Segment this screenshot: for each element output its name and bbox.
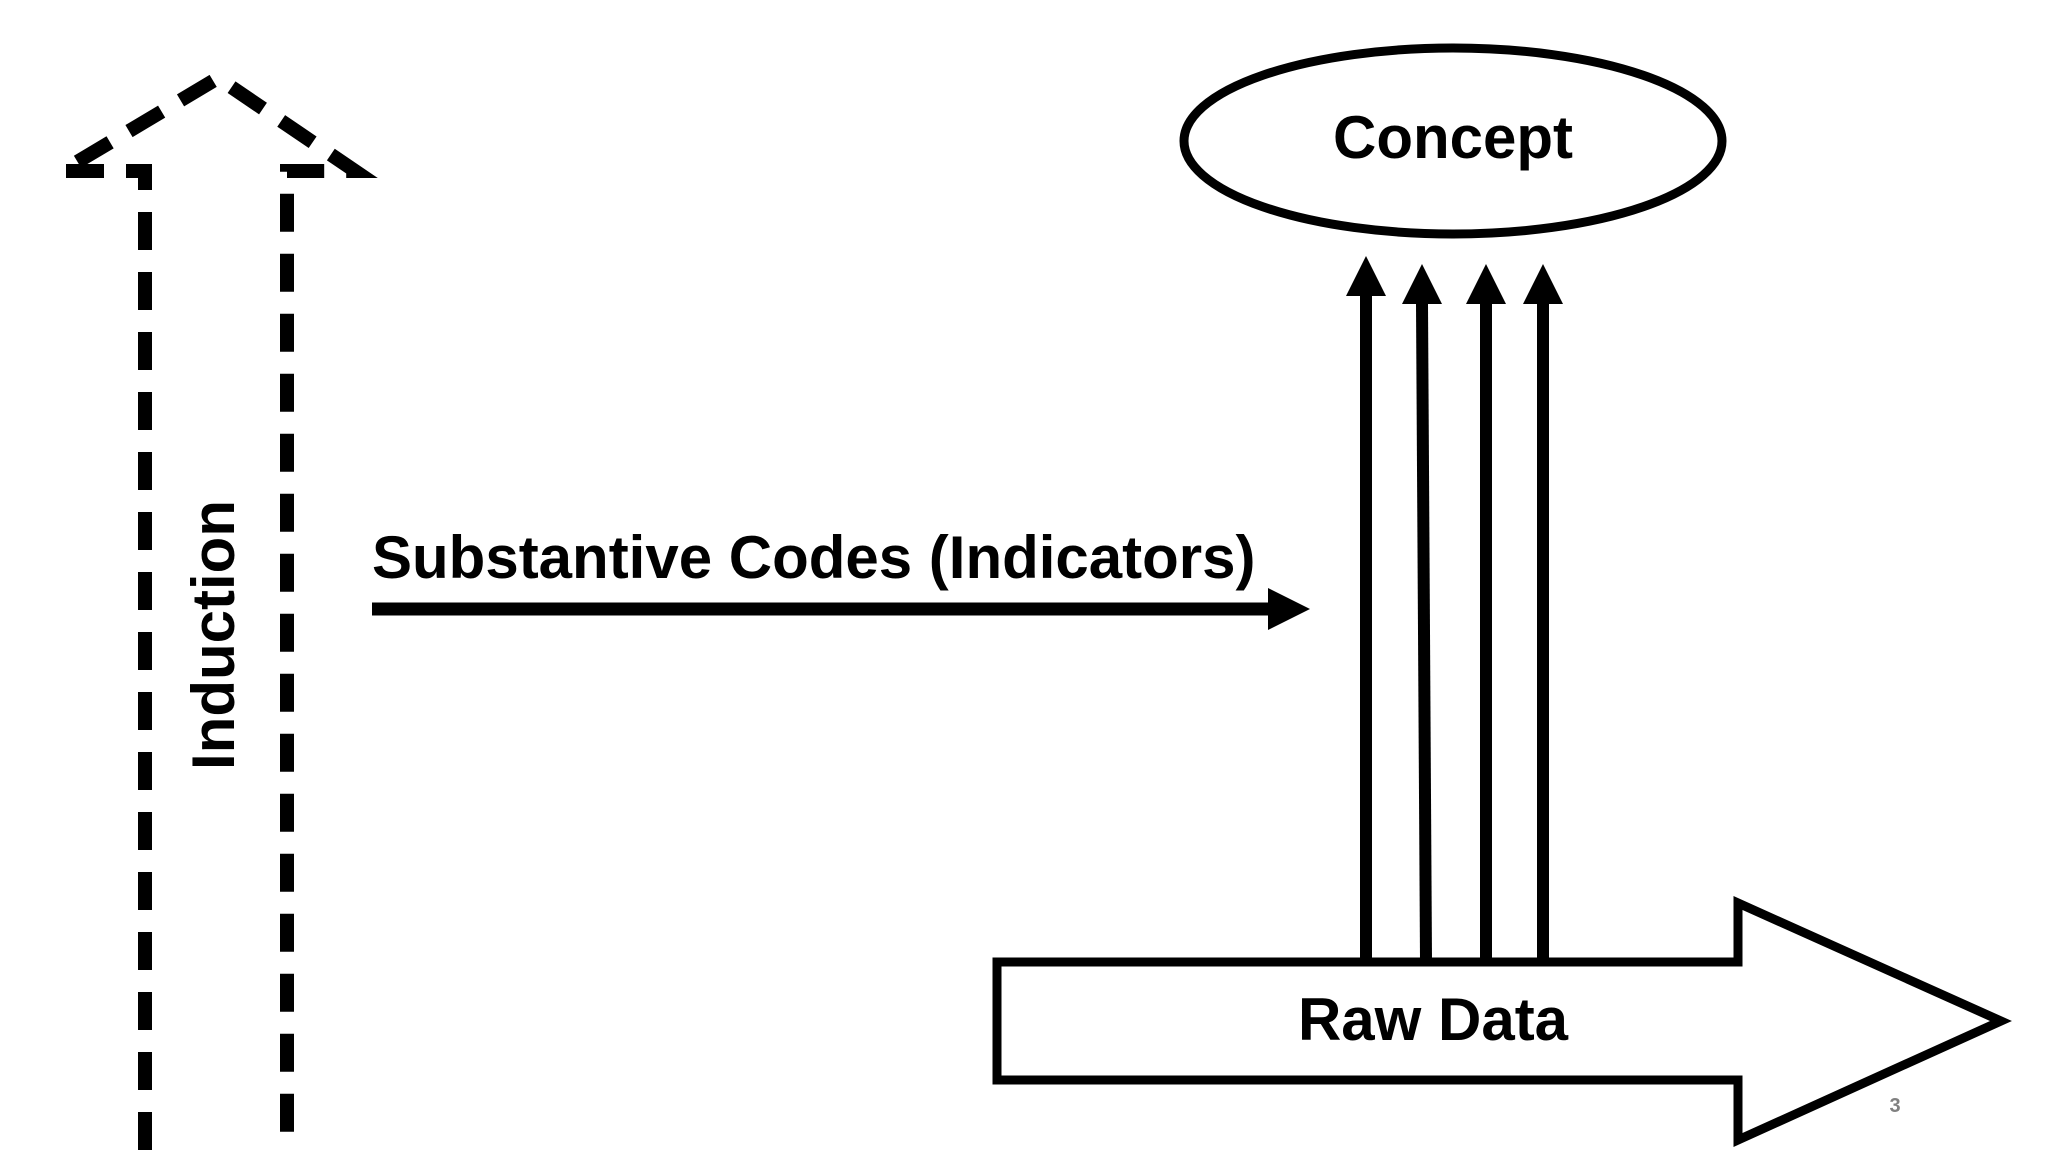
raw-data-shape (992, 896, 2012, 1147)
concept-ellipse (1179, 43, 1727, 239)
indicator-arrows (1346, 256, 1563, 961)
indicator-arrow-2 (1416, 303, 1432, 961)
concept-node: Concept (1179, 43, 1727, 239)
indicator-arrowhead-1 (1346, 256, 1386, 296)
indicator-arrowhead-4 (1523, 264, 1563, 304)
indicator-arrowhead-2 (1402, 264, 1442, 304)
codes-arrow-head (1268, 588, 1310, 630)
raw-data-arrow: Raw Data (992, 896, 2012, 1147)
concept-label: Concept (1333, 104, 1573, 171)
substantive-codes-arrow: Substantive Codes (Indicators) (372, 524, 1310, 630)
substantive-codes-label: Substantive Codes (Indicators) (372, 524, 1255, 591)
indicator-arrowhead-3 (1466, 264, 1506, 304)
raw-data-label: Raw Data (1298, 986, 1569, 1053)
induction-label: Induction (180, 500, 247, 770)
page-number: 3 (1889, 1095, 1900, 1117)
induction-arrow: Induction (36, 69, 378, 1150)
